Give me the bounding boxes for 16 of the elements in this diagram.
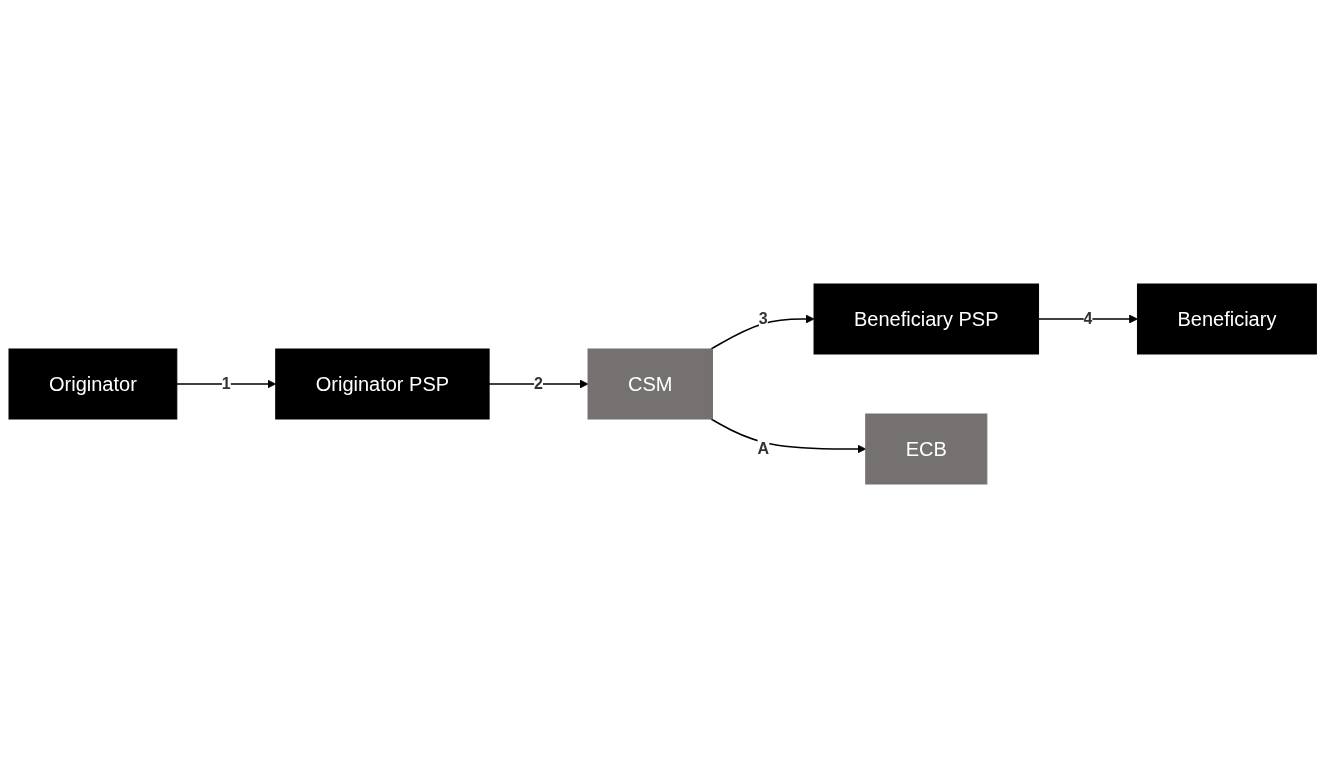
arrow: [1038, 314, 1139, 324]
edge-label: 2: [534, 375, 544, 392]
node-box: Beneficiary: [1137, 283, 1318, 355]
edge-label: 3: [759, 310, 768, 327]
arrow: [176, 379, 277, 389]
edge-label: A: [757, 440, 770, 457]
node-box: CSM: [587, 348, 714, 420]
edge-label: 4: [1083, 310, 1093, 327]
arrow: [488, 379, 589, 389]
node-box: Originator PSP: [275, 348, 490, 420]
arrow: [710, 314, 815, 350]
node-box: Originator: [8, 348, 178, 420]
arrow: [710, 418, 867, 454]
node-box: Beneficiary PSP: [813, 283, 1040, 355]
node-box: ECB: [865, 413, 988, 485]
edge-label: 1: [222, 375, 232, 392]
